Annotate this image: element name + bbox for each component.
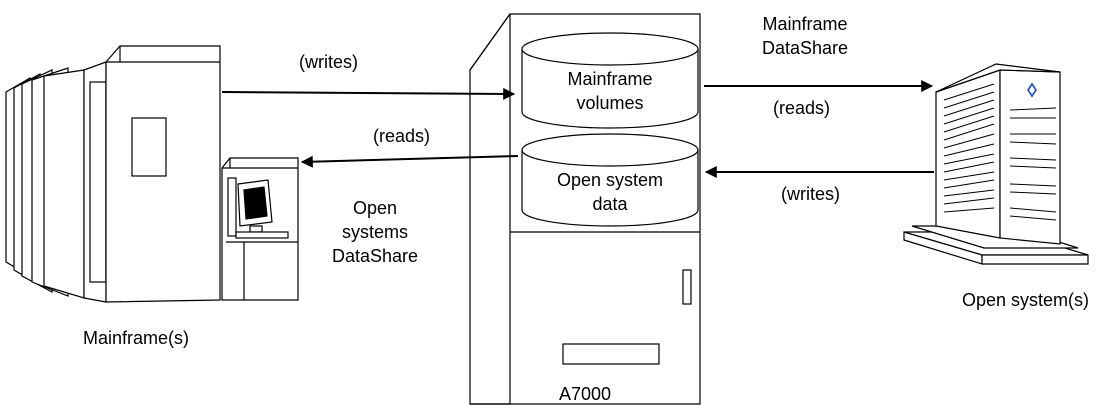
open-systems-line1: Open <box>352 198 398 218</box>
server-logo-icon <box>1027 82 1037 98</box>
writes-label-right: (writes) <box>781 184 840 204</box>
open-systems-datashare-label: Open systems DataShare <box>325 196 425 268</box>
open-system-caption: Open system(s) <box>962 290 1090 310</box>
open-system-data-cylinder <box>521 133 699 227</box>
open-system-server-icon <box>903 63 1089 265</box>
mainframe-volumes-cylinder <box>521 32 699 129</box>
mainframe-volumes-label: Mainframe volumes <box>522 67 698 115</box>
reads-label-left: (reads) <box>373 126 431 146</box>
a7000-caption: A7000 <box>559 384 612 404</box>
mainframe-datashare-line2: DataShare <box>761 38 849 58</box>
reads-arrow-a7000-to-mainframe <box>300 155 519 168</box>
writes-arrow-mainframe-to-a7000 <box>221 87 516 100</box>
reads-label-right: (reads) <box>773 98 831 118</box>
mainframe-datashare-label: Mainframe DataShare <box>730 12 880 60</box>
open-systems-line3: DataShare <box>331 246 419 266</box>
open-system-data-line2: data <box>592 194 628 214</box>
writes-label-top: (writes) <box>299 52 358 72</box>
open-system-data-line1: Open system <box>556 170 664 190</box>
mainframe-icon <box>5 45 299 303</box>
mainframe-caption: Mainframe(s) <box>83 328 190 348</box>
mainframe-datashare-line1: Mainframe <box>762 14 848 34</box>
mainframe-volumes-line2: volumes <box>576 93 644 113</box>
open-system-data-label: Open system data <box>522 168 698 216</box>
mainframe-volumes-line1: Mainframe <box>567 69 653 89</box>
open-systems-line2: systems <box>341 222 408 242</box>
